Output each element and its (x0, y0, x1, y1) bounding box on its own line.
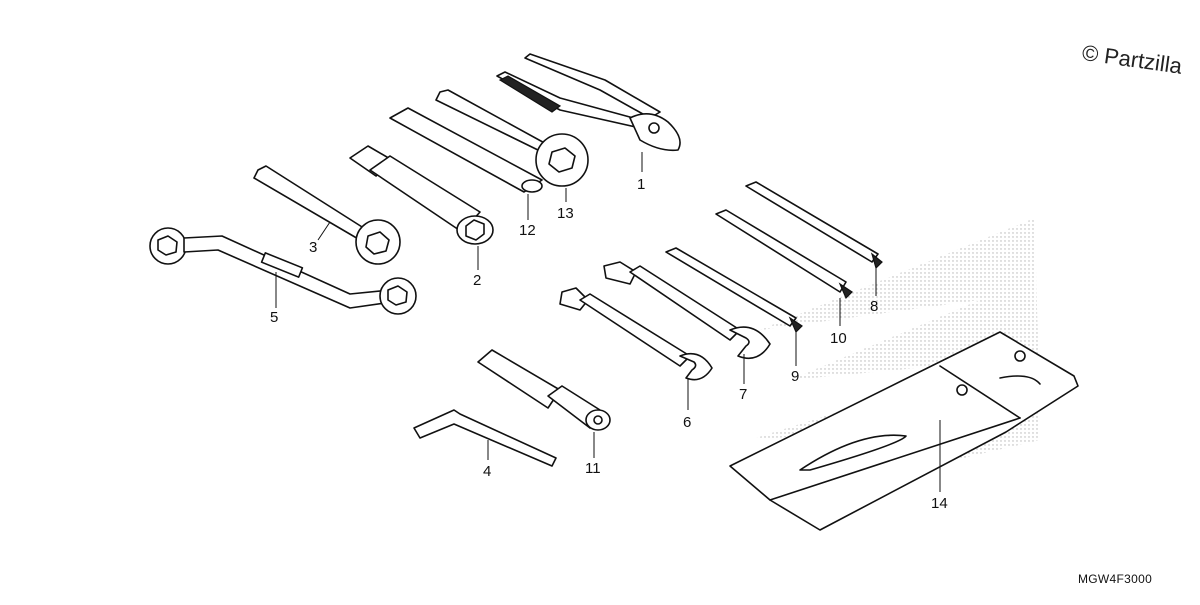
part-ring-wrench[interactable] (253, 165, 401, 265)
callout-8: 8 (870, 298, 878, 315)
callout-4: 4 (483, 463, 491, 480)
part-box-wrench[interactable] (435, 89, 589, 187)
part-screwdriver-9[interactable] (665, 247, 803, 334)
part-open-end-wrench-large[interactable] (603, 261, 771, 360)
callout-14: 14 (931, 495, 948, 512)
callout-1: 1 (637, 176, 645, 193)
part-spark-plug-wrench[interactable] (349, 145, 494, 245)
callout-5: 5 (270, 309, 278, 326)
callout-2: 2 (473, 272, 481, 289)
diagram-code: MGW4F3000 (1078, 572, 1153, 586)
callout-12: 12 (519, 222, 536, 239)
callout-6: 6 (683, 414, 691, 431)
callout-3: 3 (309, 239, 317, 256)
part-screwdriver-10[interactable] (715, 209, 853, 300)
part-tool-bag[interactable] (729, 331, 1079, 531)
part-open-end-wrench-small[interactable] (559, 287, 713, 381)
callout-10: 10 (830, 330, 847, 347)
leader-lines (275, 152, 941, 492)
part-pliers[interactable] (496, 53, 681, 152)
part-screwdriver-handle[interactable] (477, 349, 611, 431)
callout-13: 13 (557, 205, 574, 222)
part-screwdriver-8[interactable] (745, 181, 883, 270)
callout-7: 7 (739, 386, 747, 403)
callout-11: 11 (585, 460, 601, 477)
part-offset-wrench[interactable] (149, 227, 417, 315)
callout-labels: 1 2 3 4 5 6 7 8 9 10 11 12 13 14 (270, 176, 948, 512)
part-flat-bar[interactable] (389, 107, 543, 193)
callout-9: 9 (791, 368, 799, 385)
part-hex-key[interactable] (413, 409, 557, 467)
